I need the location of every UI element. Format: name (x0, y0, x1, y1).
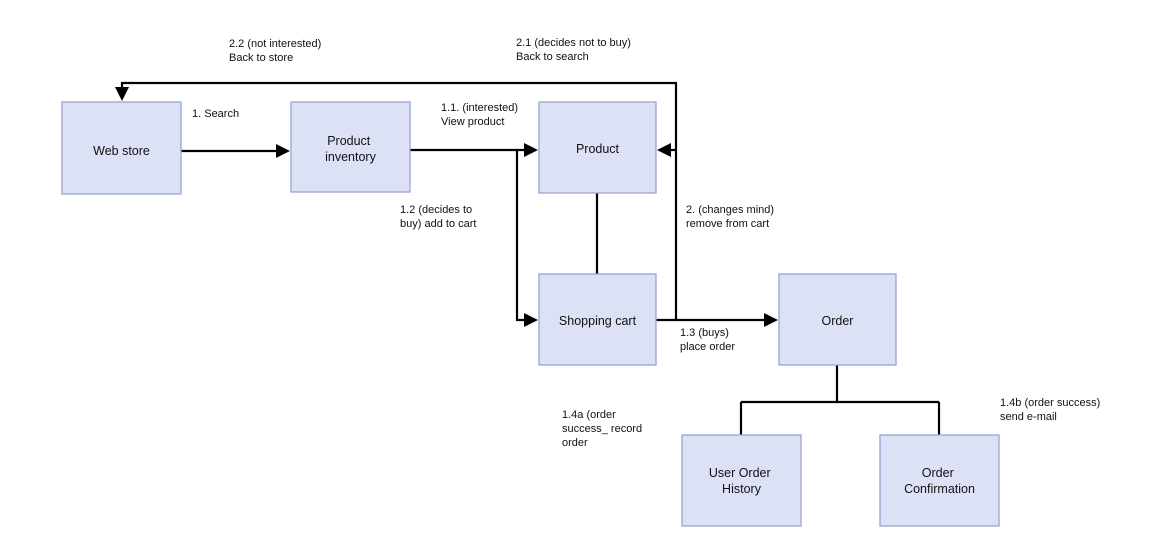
arrowhead-add-to-cart (524, 313, 538, 327)
node-label-line: Shopping cart (559, 314, 637, 328)
edge-label-line: Back to store (229, 52, 293, 64)
svg-text:2.1 (decides not to buy): 2.1 (decides not to buy) Back to search (516, 37, 634, 63)
svg-text:2. (changes mind) remove: 2. (changes mind) remove from cart (686, 204, 777, 230)
node-product: Product (538, 101, 657, 194)
arrowhead-remove-from-cart (657, 143, 671, 157)
edge-label-line: buy) add to cart (400, 218, 476, 230)
label-place-order: 1.3 (buys) place order (680, 327, 735, 353)
edge-label-line: View product (441, 116, 504, 128)
svg-text:1. Search: 1. Search (192, 108, 239, 120)
edge-label-line: success_ record (562, 423, 642, 435)
arrowhead-search (276, 144, 290, 158)
edge-label-line: 1.1. (interested) (441, 102, 518, 114)
edge-label-line: 1. Search (192, 108, 239, 120)
arrowhead-place-order (764, 313, 778, 327)
node-label-line: History (722, 482, 762, 496)
svg-text:Product: Product (576, 142, 620, 156)
edge-label-line: send e-mail (1000, 411, 1057, 423)
edge-label-line: order (562, 437, 588, 449)
node-order: Order (778, 273, 897, 366)
edge-label-line: remove from cart (686, 218, 769, 230)
label-search: 1. Search (192, 108, 239, 120)
edge-label-line: 1.4a (order (562, 409, 616, 421)
node-label-line: Order (922, 466, 954, 480)
arrowhead-back-to-store (115, 87, 129, 101)
svg-text:Product inventory: Product inventory (325, 134, 376, 164)
svg-text:User Order History: User Order History (709, 466, 774, 496)
svg-text:2.2 (not interested) Bac: 2.2 (not interested) Back to store (229, 38, 324, 64)
node-label-line: Product (327, 134, 371, 148)
label-send-email: 1.4b (order success) send e-mail (1000, 397, 1103, 423)
edge-label-line: 2. (changes mind) (686, 204, 774, 216)
edge-label-line: place order (680, 341, 735, 353)
edge-back-to-store (120, 81, 678, 150)
svg-text:Order Confirmation: Order Confirmation (904, 466, 975, 496)
edge-label-line: 1.3 (buys) (680, 327, 729, 339)
svg-text:Shopping cart: Shopping cart (559, 314, 637, 328)
svg-text:1.2 (decides to buy) add: 1.2 (decides to buy) add to cart (400, 204, 476, 230)
edges (115, 81, 941, 435)
label-back-to-search: 2.1 (decides not to buy) Back to search (516, 37, 634, 63)
node-order-confirmation: Order Confirmation (879, 434, 1000, 527)
node-web-store: Web store (61, 101, 182, 195)
edge-add-to-cart (515, 150, 525, 322)
node-label-line: Confirmation (904, 482, 975, 496)
edge-label-line: Back to search (516, 51, 589, 63)
node-shopping-cart: Shopping cart (538, 273, 657, 366)
arrowhead-view-product (524, 143, 538, 157)
svg-text:Order: Order (822, 314, 854, 328)
edge-label-line: 1.4b (order success) (1000, 397, 1100, 409)
label-remove-from-cart: 2. (changes mind) remove from cart (686, 204, 777, 230)
node-label-line: Web store (93, 144, 150, 158)
label-record-order: 1.4a (order success_ record order (562, 409, 645, 449)
svg-text:1.4a (order success_ rec: 1.4a (order success_ record order (562, 409, 645, 449)
svg-text:1.3 (buys) place order: 1.3 (buys) place order (680, 327, 735, 353)
label-add-to-cart: 1.2 (decides to buy) add to cart (400, 204, 476, 230)
svg-text:Web store: Web store (93, 144, 150, 158)
label-back-to-store: 2.2 (not interested) Back to store (229, 38, 324, 64)
edge-label-line: 2.2 (not interested) (229, 38, 321, 50)
node-label-line: inventory (325, 150, 376, 164)
node-product-inventory: Product inventory (290, 101, 411, 193)
node-label-line: Order (822, 314, 854, 328)
node-label-line: Product (576, 142, 620, 156)
svg-text:1.1. (interested) View p: 1.1. (interested) View product (441, 102, 521, 128)
label-view-product: 1.1. (interested) View product (441, 102, 521, 128)
node-user-order-history: User Order History (681, 434, 802, 527)
node-label-line: User Order (709, 466, 771, 480)
edge-label-line: 1.2 (decides to (400, 204, 472, 216)
edge-label-line: 2.1 (decides not to buy) (516, 37, 631, 49)
svg-text:1.4b (order success) sen: 1.4b (order success) send e-mail (1000, 397, 1103, 423)
